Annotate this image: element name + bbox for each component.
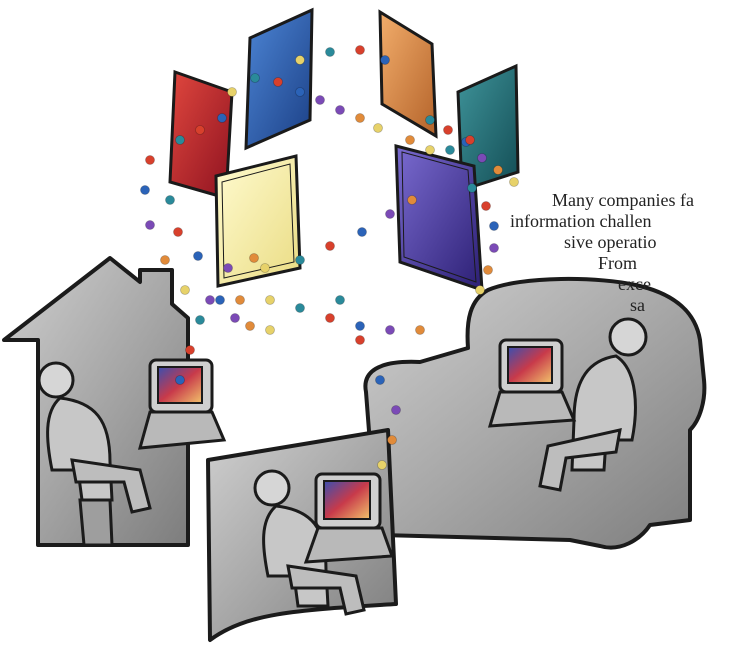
data-bead <box>489 221 499 231</box>
data-bead <box>357 227 367 237</box>
panel-yellow-inner <box>221 163 295 279</box>
data-bead <box>483 265 493 275</box>
floating-panels <box>168 7 520 293</box>
caption-line: information challen <box>510 211 652 231</box>
data-bead <box>227 87 237 97</box>
data-bead <box>385 209 395 219</box>
data-bead <box>295 87 305 97</box>
data-bead <box>405 135 415 145</box>
data-bead <box>373 123 383 133</box>
data-bead <box>415 325 425 335</box>
data-bead <box>145 220 155 230</box>
caption-line: exce <box>618 274 651 294</box>
data-bead <box>250 73 260 83</box>
data-bead <box>377 460 387 470</box>
data-bead <box>193 251 203 261</box>
data-bead <box>475 285 485 295</box>
person-at-computer-vehicle <box>487 317 648 492</box>
data-bead <box>175 375 185 385</box>
data-bead <box>195 125 205 135</box>
data-bead <box>425 115 435 125</box>
data-bead <box>355 335 365 345</box>
panel-purple <box>394 144 484 293</box>
panel-purple-inner <box>401 151 477 283</box>
data-bead <box>509 177 519 187</box>
caption-line: Many companies fa <box>552 190 694 210</box>
panel-orange <box>378 9 438 139</box>
data-bead <box>260 263 270 273</box>
data-bead <box>355 321 365 331</box>
data-bead <box>493 165 503 175</box>
data-bead <box>325 313 335 323</box>
data-bead <box>245 321 255 331</box>
data-bead <box>387 435 397 445</box>
data-bead <box>223 263 233 273</box>
panel-teal <box>456 63 520 193</box>
office-scene <box>206 428 398 642</box>
data-bead <box>467 183 477 193</box>
person-at-computer-house <box>37 358 227 547</box>
data-bead <box>407 195 417 205</box>
data-bead <box>173 227 183 237</box>
data-bead <box>335 105 345 115</box>
data-bead <box>375 375 385 385</box>
data-bead <box>249 253 259 263</box>
data-bead <box>145 155 155 165</box>
data-bead <box>325 241 335 251</box>
data-bead <box>235 295 245 305</box>
person-at-computer-office <box>253 469 395 616</box>
data-bead <box>445 145 455 155</box>
caption-text: Many companies fa information challen si… <box>500 190 739 450</box>
data-bead <box>477 153 487 163</box>
data-bead <box>195 315 205 325</box>
data-bead <box>465 135 475 145</box>
data-bead <box>273 77 283 87</box>
data-bead <box>165 195 175 205</box>
data-bead <box>335 295 345 305</box>
house-scene <box>2 256 227 547</box>
caption-line: sa <box>630 295 645 315</box>
data-bead <box>315 95 325 105</box>
data-bead <box>230 313 240 323</box>
data-beads <box>140 45 519 470</box>
data-bead <box>295 255 305 265</box>
data-bead <box>160 255 170 265</box>
caption-line: From <box>598 253 638 273</box>
data-bead <box>295 303 305 313</box>
data-bead <box>265 325 275 335</box>
data-bead <box>489 243 499 253</box>
data-bead <box>355 45 365 55</box>
data-bead <box>140 185 150 195</box>
data-bead <box>205 295 215 305</box>
data-bead <box>391 405 401 415</box>
caption-line: sive operatio <box>564 232 657 252</box>
vehicle-scene <box>363 276 707 550</box>
data-bead <box>180 285 190 295</box>
data-bead <box>385 325 395 335</box>
panel-yellow <box>214 154 302 288</box>
data-bead <box>443 125 453 135</box>
data-bead <box>215 295 225 305</box>
data-bead <box>217 113 227 123</box>
data-bead <box>265 295 275 305</box>
data-bead <box>481 201 491 211</box>
data-bead <box>295 55 305 65</box>
data-bead <box>355 113 365 123</box>
data-bead <box>185 345 195 355</box>
data-bead <box>325 47 335 57</box>
data-bead <box>175 135 185 145</box>
data-bead <box>380 55 390 65</box>
data-bead <box>425 145 435 155</box>
